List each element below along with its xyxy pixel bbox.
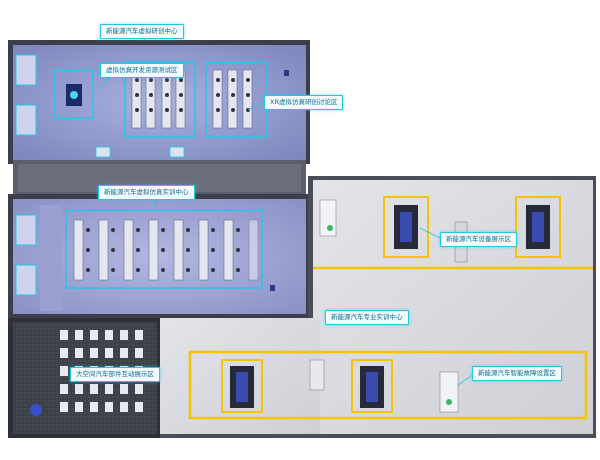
room-virtual-training-center xyxy=(8,194,310,318)
label-xr-discussion: XR虚拟仿真研创讨论区 xyxy=(264,95,344,110)
label-virtual-rd-center: 新能源汽车虚拟研创中心 xyxy=(100,24,184,39)
label-equipment-display: 新能源汽车设备展示区 xyxy=(440,232,517,247)
label-virtual-training-center: 新能源汽车虚拟仿真实训中心 xyxy=(98,185,195,200)
label-parts-interactive-display: 大空间汽车部件互动展示区 xyxy=(70,367,160,382)
label-professional-training-center: 新能源汽车专业实训中心 xyxy=(325,310,409,325)
label-fault-setting: 新能源汽车智能故障设置区 xyxy=(472,366,562,381)
room-virtual-rd-center xyxy=(8,40,310,196)
label-virtual-dev-test: 虚拟仿真开发资源测试区 xyxy=(100,63,184,78)
room-professional-training xyxy=(160,176,596,438)
